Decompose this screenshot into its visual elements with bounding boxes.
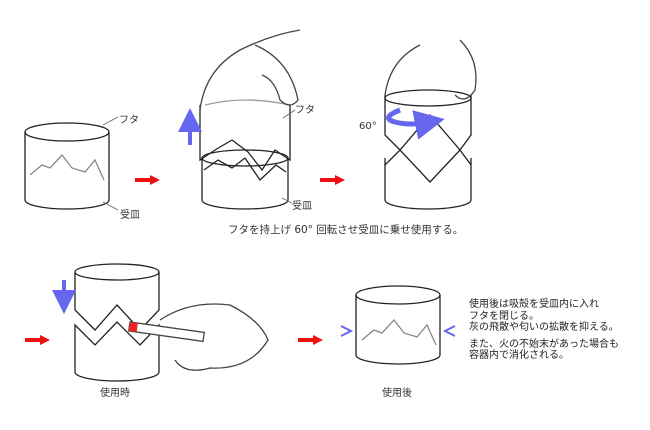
caption: フタを持上げ 60° 回転させ受皿に乗せ使用する。: [228, 224, 464, 236]
hand-with-cigarette-icon: [128, 303, 269, 371]
hand-rotating-icon: [384, 39, 477, 100]
lid-label: フタ: [119, 115, 139, 126]
container-in-use: [74, 263, 160, 382]
arrow-right-icon: [298, 335, 323, 345]
rotate-arrow-icon: [386, 107, 445, 140]
lid-label-2: フタ: [295, 105, 315, 116]
arrow-right-icon: [25, 335, 50, 345]
blue-arrows: [52, 107, 456, 337]
angle-label: 60°: [359, 121, 377, 132]
after-use-label: 使用後: [382, 388, 412, 399]
description-line: フタを閉じる。: [469, 310, 539, 322]
chevron-left-icon: [442, 325, 456, 337]
red-arrows: [25, 175, 345, 345]
arrow-right-icon: [320, 175, 345, 185]
container-lid-lifted: [199, 99, 291, 210]
tray-label-2: 受皿: [292, 201, 312, 212]
chevron-right-icon: [340, 325, 354, 337]
description-line: 容器内で消化される。: [469, 350, 569, 361]
description-line: また、火の不始末があった場合も: [469, 338, 619, 350]
container-lid-rotated: [384, 89, 472, 210]
description-line: 灰の飛散や匂いの拡散を抑える。: [469, 322, 619, 333]
tray-label: 受皿: [120, 210, 140, 221]
hand-lifting-icon: [199, 29, 301, 111]
description-text: 使用後は吸殻を受皿内に入れ フタを閉じる。 灰の飛散や匂いの拡散を抑える。 また…: [469, 299, 619, 367]
closed-container-1: [24, 122, 110, 210]
description-line: 使用後は吸殻を受皿内に入れ: [469, 299, 599, 310]
in-use-label: 使用時: [100, 388, 130, 399]
arrow-right-icon: [135, 175, 160, 185]
closed-container-2: [355, 285, 441, 365]
